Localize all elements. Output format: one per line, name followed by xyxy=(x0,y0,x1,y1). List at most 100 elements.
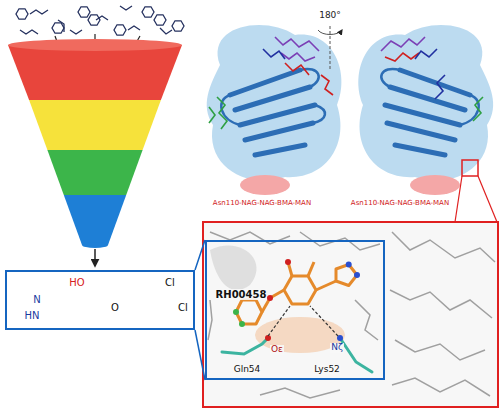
molecule-icons-part xyxy=(78,7,90,17)
molecule-icons-part xyxy=(70,30,82,34)
glycan-label: Asn110-NAG-NAG-BMA-MAN xyxy=(350,200,450,208)
protein-view-front-part-part xyxy=(300,69,319,87)
molecule-icons-part xyxy=(58,20,64,32)
docking-scene-part xyxy=(210,245,256,290)
docking-scene-part-part xyxy=(310,306,338,336)
screening-funnel-part xyxy=(8,39,182,51)
protein-view-front-part xyxy=(240,175,290,195)
zoom-lines xyxy=(455,176,497,222)
docking-scene-part-part xyxy=(355,300,378,340)
molecule-icons-part xyxy=(30,10,48,14)
protein-view-rotated-part-part xyxy=(387,123,455,140)
atom-label: O xyxy=(110,302,120,313)
protein-view-front-part-part xyxy=(217,97,227,129)
atom-label: HO xyxy=(68,277,85,288)
protein-view-front-part xyxy=(209,37,333,129)
zoom-lines-part xyxy=(478,176,497,222)
protein-view-rotated-part xyxy=(410,175,460,195)
residue-label: RH00458 xyxy=(215,289,268,300)
protein-view-front-part xyxy=(221,69,325,155)
protein-view-front-part-part xyxy=(221,95,240,125)
atom-label: HN xyxy=(24,310,41,321)
protein-view-front-part-part xyxy=(255,145,305,155)
docking-scene-part-part xyxy=(316,281,336,290)
screening-funnel-part xyxy=(47,150,142,195)
protein-view-rotated xyxy=(358,25,493,195)
molecule-icons-part xyxy=(120,6,132,10)
protein-view-front-part-part xyxy=(281,53,315,61)
funnel-output-arrow xyxy=(94,249,96,266)
molecule-icons-part xyxy=(96,16,108,20)
protein-view-front-part-part xyxy=(313,105,325,123)
atom-label: N xyxy=(32,294,41,305)
protein-view-front-part xyxy=(207,25,342,180)
protein-view-front-part-part xyxy=(285,63,309,75)
zoom-square xyxy=(462,160,478,176)
molecule-icons-part xyxy=(52,23,64,33)
protein-view-rotated-part-part xyxy=(460,95,479,125)
docking-scene-part xyxy=(268,306,338,336)
protein-view-rotated-part-part xyxy=(435,75,445,99)
residue-label: Gln54 xyxy=(233,365,262,375)
protein-view-rotated-part xyxy=(381,37,483,121)
molecule-icons-part xyxy=(16,9,28,19)
residue-label: Oε xyxy=(270,345,284,355)
protein-view-front-part-part xyxy=(209,107,215,123)
zoom-inset-frame xyxy=(203,222,498,407)
protein-view-rotated-part-part xyxy=(395,145,445,155)
protein-view-rotated-part-part xyxy=(381,69,400,87)
screening-funnel-part xyxy=(64,195,126,245)
rotation-marker xyxy=(318,26,342,70)
protein-view-front-part-part xyxy=(321,75,333,95)
docking-scene-part-part xyxy=(268,306,290,336)
docking-scene-part-part xyxy=(354,272,360,278)
molecule-icons-part xyxy=(154,15,166,25)
screening-funnel xyxy=(8,39,182,248)
protein-view-front-part-part xyxy=(235,87,310,110)
docking-scene-part-part xyxy=(392,378,490,396)
docking-scene-part-part xyxy=(233,309,239,315)
protein-view-front-part-part xyxy=(245,123,313,140)
molecule-icons-part xyxy=(142,7,154,17)
docking-scene-part-part xyxy=(210,232,290,244)
docking-scene-part-part xyxy=(308,262,314,276)
residue-label: Lys52 xyxy=(313,365,341,375)
docking-scene-part-part xyxy=(236,300,262,324)
docking-box: RH00458Oε NζGln54 Lys52 xyxy=(205,240,385,380)
screening-funnel-part xyxy=(8,45,182,100)
zoom-link-connector xyxy=(195,240,205,270)
docking-scene-part-part xyxy=(346,262,352,268)
glycan-label: Asn110-NAG-NAG-BMA-MAN xyxy=(212,200,312,208)
protein-view-front xyxy=(207,25,342,195)
protein-view-front-part-part xyxy=(240,105,315,125)
molecule-icons xyxy=(16,6,184,35)
docking-scene-part xyxy=(204,223,498,407)
docking-scene-part-part xyxy=(336,265,357,286)
protein-view-rotated-part-part xyxy=(381,37,425,51)
docking-scene-part-part xyxy=(239,321,245,327)
rotation-marker-part xyxy=(318,30,342,35)
protein-view-rotated-part xyxy=(358,25,493,180)
docking-scene-part-part xyxy=(390,290,492,318)
docking-scene-part-part xyxy=(392,232,495,262)
protein-view-front-part-part xyxy=(275,37,319,51)
residue-label: Nζ xyxy=(330,343,344,353)
docking-scene-part-part xyxy=(260,388,340,398)
rotation-marker-part xyxy=(330,26,331,70)
screening-funnel-part xyxy=(82,242,108,248)
atom-label: Cl xyxy=(177,302,189,313)
docking-scene-part-part xyxy=(340,338,372,372)
protein-view-rotated-part-part xyxy=(385,53,419,61)
protein-view-rotated-part-part xyxy=(390,87,465,110)
compound-box: HONHNOClCl xyxy=(5,270,195,330)
docking-scene-part xyxy=(208,232,495,398)
screening-funnel-part xyxy=(29,100,161,150)
label-rotation: 180° xyxy=(318,11,342,21)
docking-scene-part-part xyxy=(395,340,485,360)
docking-scene-part-part xyxy=(267,295,273,301)
molecule-icons-part xyxy=(20,30,38,34)
molecule-icons-part xyxy=(128,26,140,30)
zoom-lines-part xyxy=(455,176,462,222)
molecule-icons-part xyxy=(172,21,184,31)
